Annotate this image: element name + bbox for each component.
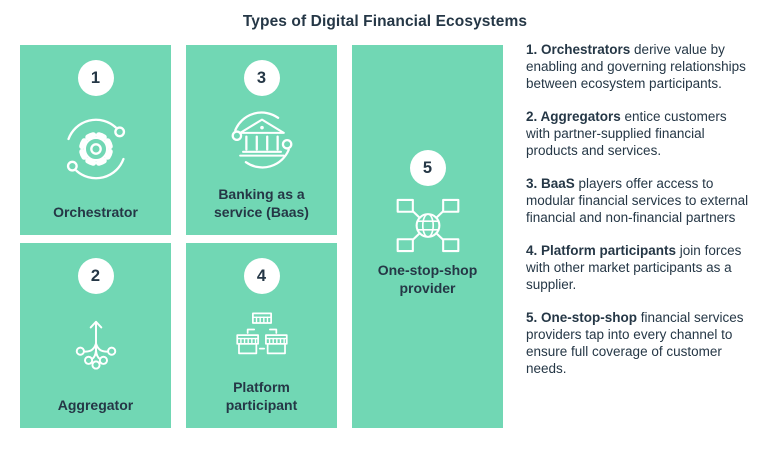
page-title: Types of Digital Financial Ecosystems (242, 13, 528, 30)
description-orchestrators: 1. Orchestrators derive value by enablin… (526, 41, 750, 92)
description-platform-participants: 4. Platform participants join forces wit… (526, 242, 750, 293)
description-text: join forces with other market participan… (526, 243, 742, 292)
bank-cycle-icon (226, 96, 298, 185)
description-baas: 3. BaaS players offer access to modular … (526, 175, 750, 226)
card-number-badge: 3 (243, 60, 280, 96)
card-one-stop-shop: 5 One-stop-shop provider (352, 45, 503, 428)
description-lead: 5. One-stop-shop (526, 310, 637, 325)
branch-arrow-icon (65, 294, 127, 396)
gear-cycle-icon (59, 96, 133, 203)
description-lead: 1. Orchestrators (526, 42, 631, 57)
description-text: entice customers with partner-supplied f… (526, 109, 727, 158)
storefronts-network-icon (229, 294, 295, 378)
card-orchestrator: 1 Orchestrator (20, 45, 171, 235)
descriptions-panel: 1. Orchestrators derive value by enablin… (526, 41, 750, 393)
card-label: Orchestrator (53, 203, 138, 220)
globe-network-icon (392, 196, 464, 255)
description-lead: 4. Platform participants (526, 243, 677, 258)
description-text: derive value by enabling and governing r… (526, 42, 746, 91)
card-label: Aggregator (57, 396, 134, 413)
description-aggregators: 2. Aggregators entice customers with par… (526, 108, 750, 159)
card-number-badge: 5 (409, 150, 446, 186)
card-number-badge: 1 (77, 60, 114, 96)
card-platform-participant: 4 Platform participant (186, 243, 337, 428)
description-text: financial services providers tap into ev… (526, 310, 744, 376)
card-label: One-stop-shop provider (377, 262, 478, 297)
card-baas: 3 Banking as a service (Baas) (186, 45, 337, 235)
card-label: Banking as a service (Baas) (214, 185, 309, 220)
description-text: players offer access to modular financia… (526, 176, 749, 225)
card-number-badge: 4 (243, 258, 280, 294)
description-one-stop-shop: 5. One-stop-shop financial services prov… (526, 309, 750, 377)
description-lead: 2. Aggregators (526, 109, 621, 124)
card-label: Platform participant (225, 378, 298, 413)
card-number-badge: 2 (77, 258, 114, 294)
card-aggregator: 2 Aggregator (20, 243, 171, 428)
description-lead: 3. BaaS (526, 176, 575, 191)
